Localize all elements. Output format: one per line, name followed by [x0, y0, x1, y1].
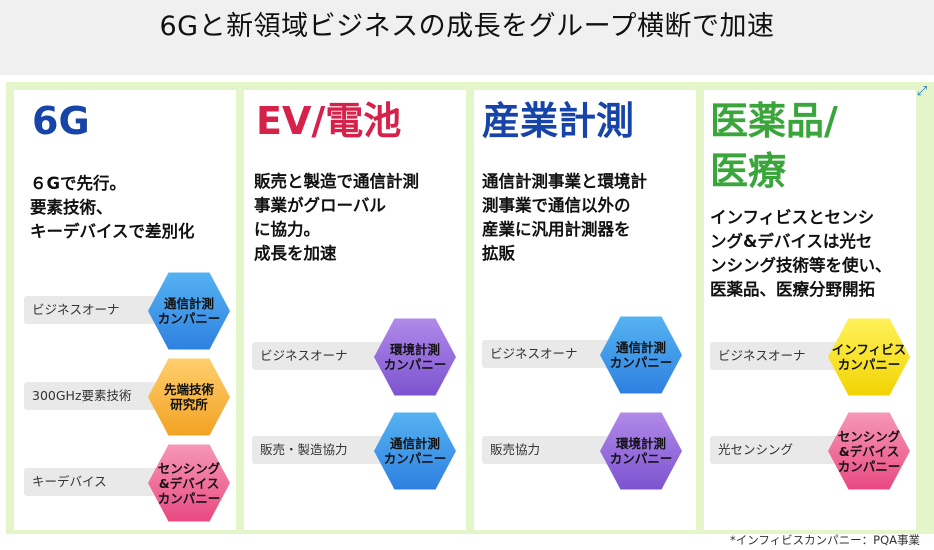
company-hex: 通信計測 カンパニー	[374, 412, 456, 490]
page-title: 6Gと新領域ビジネスの成長をグループ横断で加速	[159, 11, 775, 42]
company-hex: 先端技術 研究所	[148, 358, 230, 436]
company-hex: 通信計測 カンパニー	[600, 316, 682, 394]
role-label: 300GHz要素技術	[24, 382, 164, 410]
role-label: ビジネスオーナ	[252, 342, 392, 370]
panel-industrial-measurement: 産業計測 通信計測事業と環境計 測事業で通信以外の 産業に汎用計測器を 拡販 ビ…	[474, 90, 696, 530]
company-hex: 環境計測 カンパニー	[600, 412, 682, 490]
panel-description: ６Gで先行。 要素技術、 キーデバイスで差別化	[30, 174, 195, 241]
panel-6g: 6G ６Gで先行。 要素技術、 キーデバイスで差別化 ビジネスオーナ 通信計測 …	[14, 90, 236, 530]
panel-pharma-medical: 医薬品/ 医療 インフィビスとセンシ ング&デバイスは光セ ンシング技術等を使い…	[704, 90, 916, 530]
panel-heading: EV/電池	[256, 99, 402, 143]
panel-heading: 6G	[32, 99, 90, 143]
role-label: キーデバイス	[24, 468, 164, 496]
panel-description: インフィビスとセンシ ング&デバイスは光セ ンシング技術等を使い、 医薬品、医療…	[710, 208, 892, 299]
company-hex: インフィビス カンパニー	[828, 318, 910, 396]
role-label: 光センシング	[710, 436, 846, 464]
company-hex: 環境計測 カンパニー	[374, 318, 456, 396]
panel-description: 通信計測事業と環境計 測事業で通信以外の 産業に汎用計測器を 拡販	[482, 172, 647, 263]
title-band	[0, 0, 934, 75]
role-label: ビジネスオーナ	[710, 342, 846, 370]
panel-description: 販売と製造で通信計測 事業がグローバル に協力。 成長を加速	[254, 172, 419, 263]
role-label: 販売・製造協力	[252, 436, 392, 464]
panel-ev-battery: EV/電池 販売と製造で通信計測 事業がグローバル に協力。 成長を加速 ビジネ…	[244, 90, 466, 530]
panel-heading-line2: 医療	[710, 149, 787, 193]
expand-icon[interactable]: ⤢	[916, 84, 928, 99]
footnote: *インフィビスカンパニー：PQA事業	[729, 533, 920, 547]
role-label: 販売協力	[482, 436, 622, 464]
company-hex: センシング &デバイス カンパニー	[148, 444, 230, 522]
panel-heading: 医薬品/	[710, 99, 838, 143]
company-hex: センシング &デバイス カンパニー	[828, 412, 910, 490]
role-label: ビジネスオーナ	[24, 296, 164, 324]
role-label: ビジネスオーナ	[482, 340, 622, 368]
panel-heading: 産業計測	[482, 99, 635, 143]
company-hex: 通信計測 カンパニー	[148, 272, 230, 350]
